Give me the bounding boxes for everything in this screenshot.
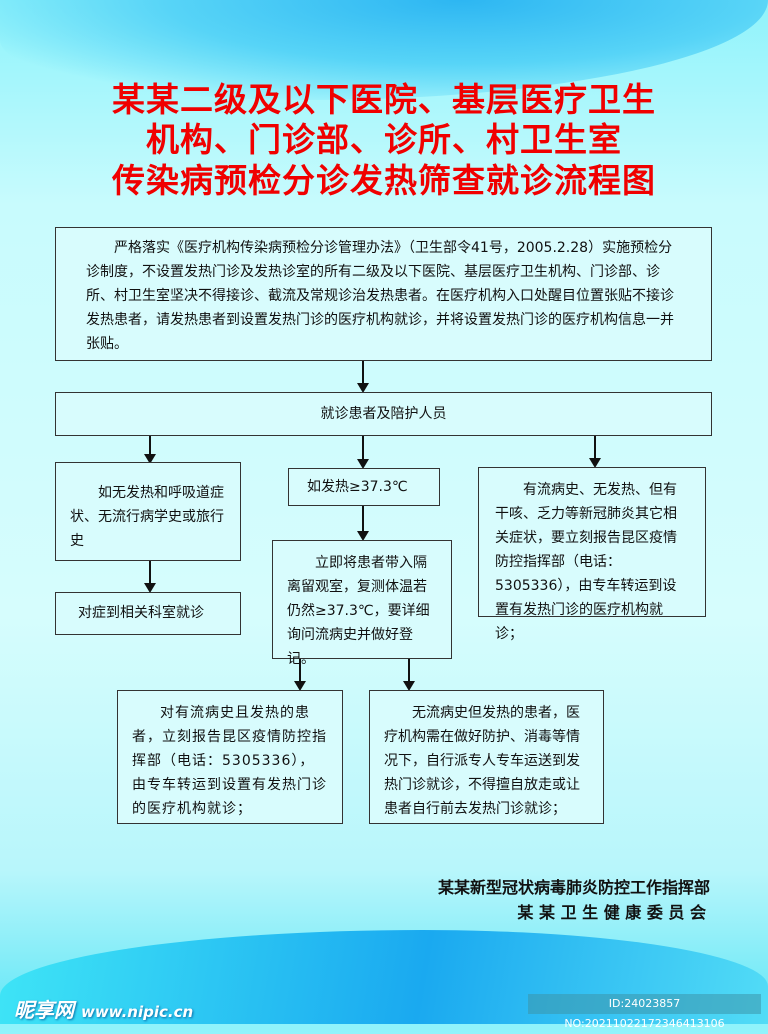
epidemic-history-box: 有流病史、无发热、但有干咳、乏力等新冠肺炎其它相关症状，要立刻报告昆区疫情防控指… xyxy=(478,467,706,642)
arrow xyxy=(403,659,415,691)
arrow xyxy=(294,659,306,691)
arrow xyxy=(357,361,369,393)
arrow xyxy=(144,436,156,464)
title-line-2: 机构、门诊部、诊所、村卫生室 xyxy=(146,120,622,159)
footer-org-1: 某某新型冠状病毒肺炎防控工作指挥部 xyxy=(437,878,710,897)
watermark-url: www.nipic.cn xyxy=(80,1003,194,1021)
isolation-box: 立即将患者带入隔离留观室，复测体温若仍然≥37.3℃，要详细询问流病史并做好登记… xyxy=(272,540,452,667)
see-department-box: 对症到相关科室就诊 xyxy=(55,592,241,635)
patients-box: 就诊患者及陪护人员 xyxy=(55,392,712,436)
no-fever-box: 如无发热和呼吸道症状、无流行病学史或旅行史 xyxy=(55,462,241,561)
history-fever-box: 对有流病史且发热的患者，立刻报告昆区疫情防控指挥部（电话：5305336），由专… xyxy=(117,690,343,824)
intro-box: 严格落实《医疗机构传染病预检分诊管理办法》（卫生部令41号，2005.2.28）… xyxy=(55,227,712,361)
title-line-1: 某某二级及以下医院、基层医疗卫生 xyxy=(112,80,656,119)
title-line-3: 传染病预检分诊发热筛查就诊流程图 xyxy=(112,161,656,200)
arrow xyxy=(357,436,369,469)
no-history-fever-box: 无流病史但发热的患者，医疗机构需在做好防护、消毒等情况下，自行派专人专车运送到发… xyxy=(369,690,604,824)
fever-box: 如发热≥37.3℃ xyxy=(288,468,440,506)
arrow xyxy=(144,561,156,593)
footer-org-2: 某 某 卫 生 健 康 委 员 会 xyxy=(517,903,706,922)
watermark-logo: 昵享网 www.nipic.cn xyxy=(14,998,194,1022)
watermark-id: ID:24023857 NO:20211022172346413106 xyxy=(528,994,761,1030)
arrow xyxy=(357,506,369,541)
arrow xyxy=(589,436,601,468)
